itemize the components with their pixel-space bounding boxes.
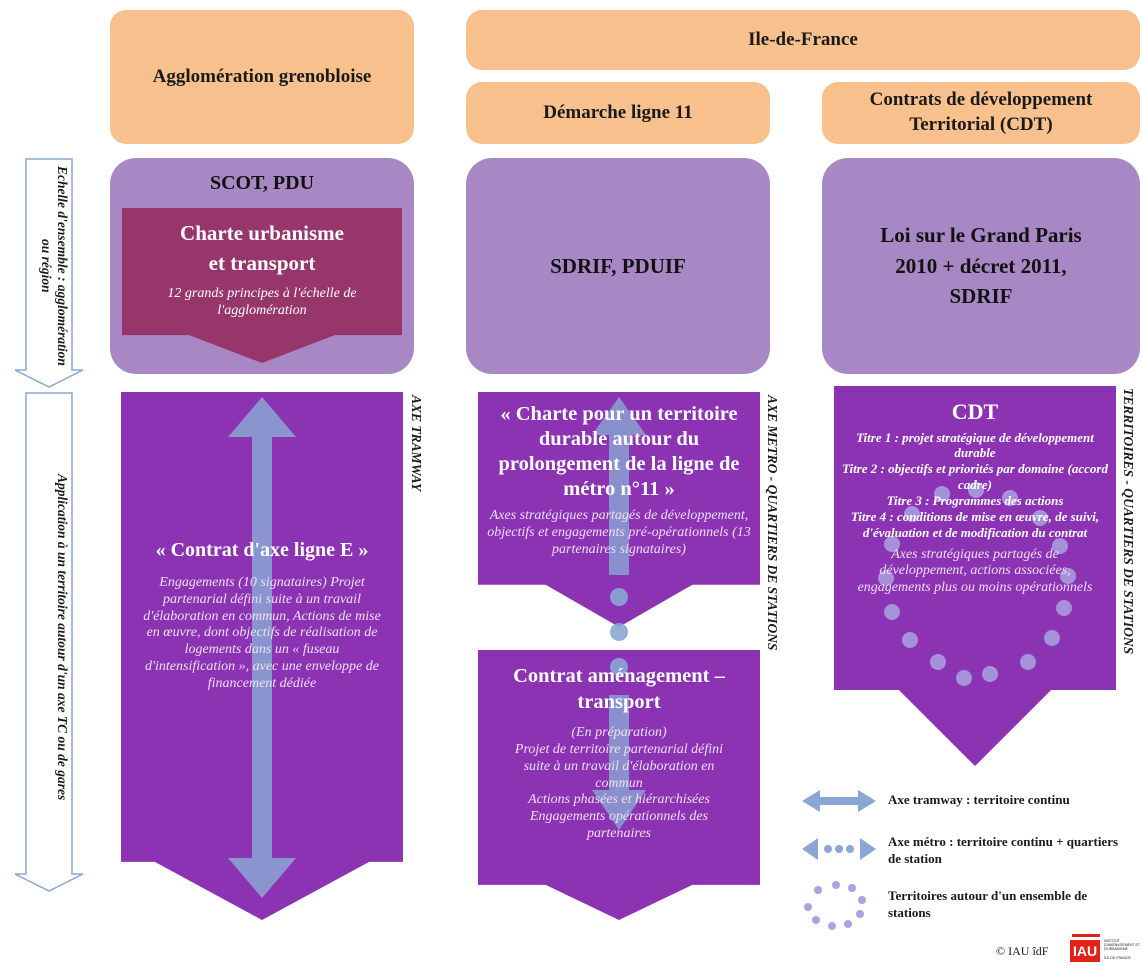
legend-territoires-dots-icon bbox=[804, 881, 866, 930]
metro-arrow-dots-icon bbox=[592, 397, 646, 830]
contrat-axe-ligne-e-text: « Contrat d'axe ligne E » Engagements (1… bbox=[128, 538, 396, 693]
logo-text: IAU bbox=[1070, 940, 1100, 962]
cdt-titre-3: Titre 3 : Programmes des actions bbox=[886, 492, 1064, 508]
sdrif-pduif-label: SDRIF, PDUIF bbox=[550, 253, 686, 278]
logo-subtitle-2: ÎLE-DE-FRANCE bbox=[1104, 956, 1131, 960]
left-label-bottom: Application à un territoire autour d'un … bbox=[55, 473, 70, 801]
header-grenoble-label: Agglomération grenobloise bbox=[152, 65, 372, 87]
legend-metro: Axe métro : territoire continu + quartie… bbox=[888, 834, 1119, 866]
header-ligne11-label: Démarche ligne 11 bbox=[543, 101, 693, 123]
cdt-title: CDT bbox=[951, 399, 999, 424]
header-idf-label: Ile-de-France bbox=[748, 28, 858, 50]
legend-metro-arrow-icon bbox=[802, 838, 876, 860]
sdrif-pduif-box: SDRIF, PDUIF bbox=[466, 158, 770, 374]
contrat-axe-ligne-e-body: Engagements (10 signataires) Projet part… bbox=[143, 575, 381, 691]
contrat-amenagement-body-4: Engagements opérationnels des partenaire… bbox=[529, 809, 709, 842]
cdt-titre-1: Titre 1 : projet stratégique de développ… bbox=[856, 429, 1094, 461]
charte-metro-body: Axes stratégiques partagés de développem… bbox=[487, 508, 751, 557]
cdt-titre-2: Titre 2 : objectifs et priorités par dom… bbox=[842, 461, 1108, 493]
legend-territoires: Territoires autour d'un ensemble de stat… bbox=[888, 888, 1088, 920]
logo-subtitle-1: INSTITUT D'AMÉNAGEMENT ET D'URBANISME bbox=[1104, 939, 1140, 951]
hollow-arrow-icon bbox=[14, 158, 84, 388]
contrat-amenagement-title: Contrat aménagement – transport bbox=[513, 665, 725, 713]
territoires-dots-icon bbox=[834, 386, 1116, 716]
contrat-axe-ligne-e-title: « Contrat d'axe ligne E » bbox=[155, 539, 369, 561]
copyright: © IAU îdF bbox=[996, 944, 1049, 958]
legend-tramway: Axe tramway : territoire continu bbox=[888, 792, 1070, 807]
grand-paris-box: Loi sur le Grand Paris 2010 + décret 201… bbox=[822, 158, 1140, 374]
hollow-arrow-icon bbox=[14, 392, 84, 892]
header-cdt: Contrats de développement Territorial (C… bbox=[822, 82, 1140, 144]
scot-pdu-title: SCOT, PDU bbox=[209, 172, 315, 194]
header-idf: Ile-de-France bbox=[466, 10, 1140, 70]
charte-metro-text: « Charte pour un territoire durable auto… bbox=[486, 402, 752, 558]
header-grenoble: Agglomération grenobloise bbox=[110, 10, 414, 144]
logo-bar bbox=[1072, 934, 1100, 937]
grand-paris-line-3: SDRIF bbox=[949, 284, 1013, 309]
cdt-titre-4: Titre 4 : conditions de mise en œuvre, d… bbox=[850, 508, 1100, 540]
axe-metro-label: AXE METRO - QUARTIERS DE STATIONS bbox=[765, 395, 780, 651]
territoires-label: TERRITOIRES - QUARTIERS DE STATIONS bbox=[1121, 388, 1136, 655]
grand-paris-line-2: 2010 + décret 2011, bbox=[895, 253, 1067, 278]
charte-subtitle: 12 grands principes à l'échelle de l'agg… bbox=[167, 285, 357, 319]
left-arrow-bottom: Application à un territoire autour d'un … bbox=[8, 392, 90, 892]
contrat-amenagement-body-3: Actions phasées et hiérarchisées bbox=[528, 792, 710, 808]
left-label-top: Echelle d'ensemble : agglomération ou ré… bbox=[39, 166, 70, 366]
axe-tramway-label: AXE TRAMWAY bbox=[409, 395, 424, 492]
header-cdt-label: Contrats de développement Territorial (C… bbox=[869, 89, 1093, 135]
grand-paris-line-1: Loi sur le Grand Paris bbox=[880, 223, 1082, 248]
cdt-body: Axes stratégiques partagés de développem… bbox=[857, 546, 1093, 596]
iau-logo: IAU INSTITUT D'AMÉNAGEMENT ET D'URBANISM… bbox=[1070, 934, 1140, 964]
charte-title-1: Charte urbanisme bbox=[180, 221, 344, 245]
contrat-amenagement-text: Contrat aménagement – transport (En prép… bbox=[486, 664, 752, 843]
tramway-double-arrow-icon bbox=[228, 397, 296, 898]
contrat-amenagement-body-2: Projet de territoire partenarial défini … bbox=[514, 742, 724, 791]
charte-metro-title: « Charte pour un territoire durable auto… bbox=[498, 403, 740, 500]
cdt-text: CDT Titre 1 : projet stratégique de déve… bbox=[842, 398, 1108, 597]
left-arrow-top: Echelle d'ensemble : agglomération ou ré… bbox=[8, 158, 90, 388]
contrat-amenagement-body-1: (En préparation) bbox=[571, 725, 667, 741]
charte-title-2: et transport bbox=[208, 251, 316, 276]
header-ligne11: Démarche ligne 11 bbox=[466, 82, 770, 144]
legend-tramway-arrow-icon bbox=[802, 790, 876, 812]
